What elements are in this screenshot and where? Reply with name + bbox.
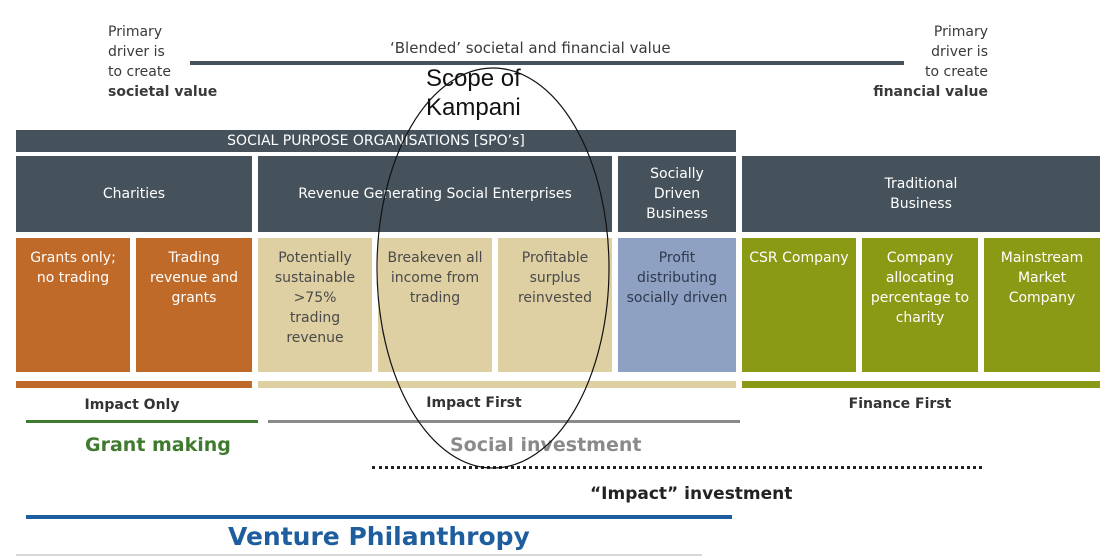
right-driver-bold: financial value bbox=[873, 84, 988, 100]
subtype-text: allocating bbox=[885, 270, 955, 286]
impact-only-bar bbox=[16, 381, 252, 388]
sdb-line-1: Socially bbox=[650, 166, 704, 182]
subtype-text: >75% bbox=[293, 290, 337, 306]
scope-label-line-2: Kampani bbox=[426, 94, 521, 121]
impact-investment-dotted-line bbox=[372, 466, 982, 469]
bottom-divider bbox=[16, 554, 702, 556]
subtype-text: Market bbox=[1017, 270, 1067, 286]
subtype-profitable-surplus: Profitable surplus reinvested bbox=[498, 238, 612, 372]
subtype-text: revenue bbox=[286, 330, 344, 346]
subtype-text: percentage to bbox=[870, 290, 970, 306]
blended-value-line bbox=[190, 61, 904, 65]
scope-label: Scope of Kampani bbox=[426, 64, 521, 122]
subtype-profit-distributing: Profit distributing socially driven bbox=[618, 238, 736, 372]
subtype-mainstream-market: Mainstream Market Company bbox=[984, 238, 1100, 372]
left-driver-bold: societal value bbox=[108, 84, 218, 100]
scope-label-line-1: Scope of bbox=[426, 65, 521, 92]
traditional-line-1: Traditional bbox=[884, 176, 958, 192]
subtype-text: reinvested bbox=[517, 290, 592, 306]
subtype-grants-only: Grants only; no trading bbox=[16, 238, 130, 372]
left-driver-line-3: to create bbox=[108, 64, 171, 80]
subtype-text: CSR Company bbox=[749, 250, 849, 266]
subtype-csr-company: CSR Company bbox=[742, 238, 856, 372]
sdb-line-2: Driven bbox=[653, 186, 701, 202]
impact-only-underline bbox=[26, 420, 258, 423]
subtype-text: socially driven bbox=[626, 290, 728, 306]
subtype-text: Company bbox=[1008, 290, 1076, 306]
subtype-text: Company bbox=[886, 250, 954, 266]
left-driver-line-1: Primary bbox=[108, 24, 163, 40]
sdb-line-3: Business bbox=[646, 206, 708, 222]
scope-ellipse bbox=[376, 67, 610, 469]
subtype-text: Grants only; bbox=[30, 250, 116, 266]
finance-first-bar bbox=[742, 381, 1100, 388]
subtype-text: sustainable bbox=[274, 270, 356, 286]
spo-header: SOCIAL PURPOSE ORGANISATIONS [SPO’s] bbox=[16, 130, 736, 152]
subtype-text: distributing bbox=[636, 270, 718, 286]
impact-investment-label: “Impact” investment bbox=[590, 484, 793, 504]
subtype-company-allocating: Company allocating percentage to charity bbox=[862, 238, 978, 372]
subtype-text: Trading bbox=[168, 250, 220, 266]
venture-philanthropy-label: Venture Philanthropy bbox=[228, 522, 530, 551]
right-driver-line-3: to create bbox=[925, 64, 988, 80]
subtype-trading-revenue-grants: Trading revenue and grants bbox=[136, 238, 252, 372]
impact-first-underline bbox=[268, 420, 740, 423]
traditional-line-2: Business bbox=[890, 196, 952, 212]
subtype-text: Mainstream bbox=[1000, 250, 1084, 266]
subtype-breakeven: Breakeven all income from trading bbox=[378, 238, 492, 372]
subtype-text: no trading bbox=[36, 270, 110, 286]
category-socially-driven-business: Socially Driven Business bbox=[618, 156, 736, 232]
finance-first-label: Finance First bbox=[848, 396, 952, 412]
subtype-text: trading bbox=[289, 310, 341, 326]
right-driver-note: Primary driver is to create financial va… bbox=[873, 22, 988, 102]
blended-value-label: ‘Blended’ societal and financial value bbox=[390, 39, 671, 57]
impact-first-label: Impact First bbox=[426, 395, 522, 411]
impact-first-bar bbox=[258, 381, 736, 388]
impact-only-label: Impact Only bbox=[84, 397, 180, 413]
subtype-potentially-sustainable: Potentially sustainable >75% trading rev… bbox=[258, 238, 372, 372]
right-driver-line-2: driver is bbox=[931, 44, 988, 60]
subtype-text: charity bbox=[895, 310, 945, 326]
venture-philanthropy-line bbox=[26, 515, 732, 519]
subtype-text: Breakeven all bbox=[387, 250, 483, 266]
category-charities: Charities bbox=[16, 156, 252, 232]
subtype-text: Potentially bbox=[278, 250, 352, 266]
subtype-text: surplus bbox=[529, 270, 581, 286]
right-driver-line-1: Primary bbox=[933, 24, 988, 40]
subtype-text: income from bbox=[390, 270, 480, 286]
category-traditional-business: Traditional Business bbox=[742, 156, 1100, 232]
category-revenue-generating: Revenue Generating Social Enterprises bbox=[258, 156, 612, 232]
left-driver-line-2: driver is bbox=[108, 44, 165, 60]
subtype-text: Profitable bbox=[521, 250, 589, 266]
grant-making-label: Grant making bbox=[85, 434, 231, 456]
subtype-text: revenue and bbox=[149, 270, 239, 286]
subtype-text: grants bbox=[171, 290, 217, 306]
social-investment-label: Social investment bbox=[450, 434, 642, 456]
subtype-text: trading bbox=[409, 290, 461, 306]
subtype-text: Profit bbox=[658, 250, 696, 266]
left-driver-note: Primary driver is to create societal val… bbox=[108, 22, 217, 102]
